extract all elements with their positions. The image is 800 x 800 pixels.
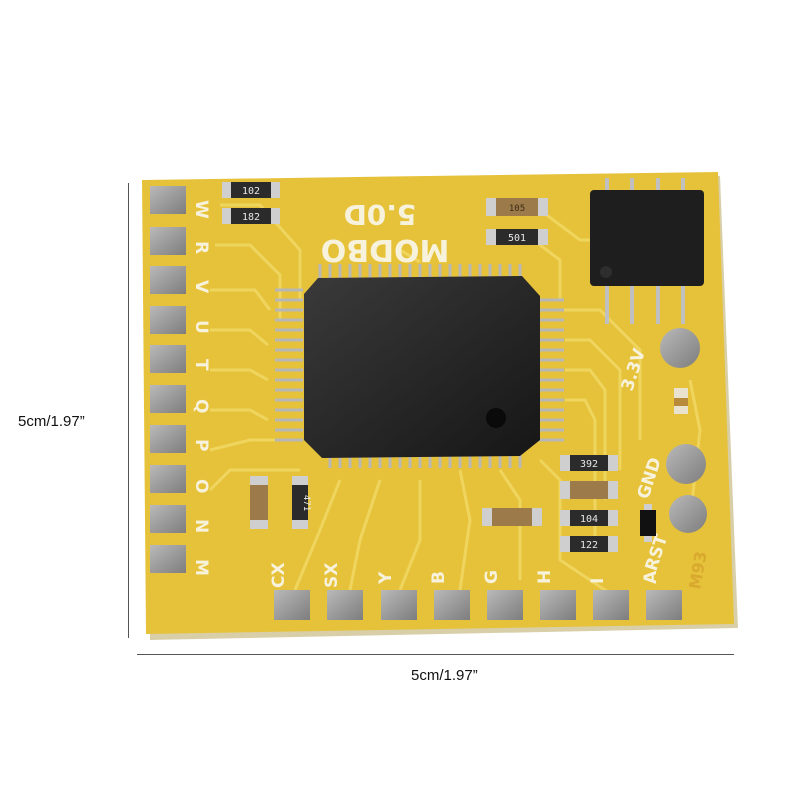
bottom-label-G: G — [482, 570, 502, 584]
left-pad-labels: W R V U T Q P O N M — [191, 200, 211, 576]
left-pad-V — [150, 266, 186, 294]
left-pad-P — [150, 425, 186, 453]
resistor-182-code: 182 — [242, 212, 260, 223]
capacitor-105-code: 105 — [509, 204, 525, 214]
soic-chip — [590, 178, 704, 324]
bottom-pad-I — [593, 590, 629, 620]
capacitor-small-right — [674, 388, 688, 414]
bottom-pad-Y — [381, 590, 417, 620]
resistor-392: 392 — [560, 455, 618, 471]
main-qfp-chip — [304, 276, 540, 458]
height-dimension-label: 5cm/1.97” — [18, 413, 85, 430]
left-label-W: W — [191, 200, 211, 219]
left-pad-U — [150, 306, 186, 334]
transistor — [640, 504, 656, 542]
left-label-T: T — [191, 359, 211, 371]
bottom-label-Y: Y — [376, 571, 396, 585]
left-pad-Q — [150, 385, 186, 413]
bottom-pad-CX — [274, 590, 310, 620]
left-pad-T — [150, 345, 186, 373]
board-logo: MODBO 5.0D — [321, 198, 450, 267]
resistor-102-code: 102 — [242, 186, 260, 197]
bottom-edge-pads — [274, 590, 682, 620]
bottom-label-I: I — [588, 578, 608, 584]
version-text: 5.0D — [344, 198, 417, 231]
left-label-U: U — [191, 320, 211, 334]
resistor-501: 501 — [486, 229, 548, 245]
bottom-label-B: B — [429, 571, 449, 584]
pad-gnd — [666, 444, 706, 484]
bottom-pad-A — [646, 590, 682, 620]
resistor-122: 122 — [560, 536, 618, 552]
bottom-pad-H — [540, 590, 576, 620]
width-dimension-label: 5cm/1.97” — [411, 667, 478, 684]
soic-body — [590, 190, 704, 286]
height-dimension-line — [128, 183, 129, 638]
bottom-label-CX: CX — [269, 562, 289, 588]
bottom-pad-SX — [327, 590, 363, 620]
left-pad-O — [150, 465, 186, 493]
chip-pin1-dot — [486, 408, 506, 428]
pad-rst — [669, 495, 707, 533]
resistor-104-code: 104 — [580, 514, 598, 525]
resistor-501-code: 501 — [508, 233, 526, 244]
qfp-chip-pins — [275, 264, 564, 468]
capacitor-mid-right — [560, 481, 618, 499]
left-label-N: N — [191, 519, 211, 533]
bottom-label-A: A — [641, 570, 661, 584]
left-pad-M — [150, 545, 186, 573]
resistor-392-code: 392 — [580, 459, 598, 470]
left-pad-N — [150, 505, 186, 533]
model-text: MODBO — [321, 232, 450, 267]
resistor-182: 182 — [222, 208, 280, 224]
bottom-pad-labels: CX SX Y B G H I A — [269, 562, 661, 588]
left-pad-W — [150, 186, 186, 214]
pad-3v3 — [660, 328, 700, 368]
smd-components: 102 182 501 — [222, 182, 688, 552]
bottom-label-H: H — [535, 570, 555, 584]
left-label-Q: Q — [191, 399, 211, 413]
resistor-471: 471 — [292, 476, 311, 529]
copper-traces — [208, 203, 702, 602]
capacitor-top — [486, 198, 548, 216]
left-label-P: P — [191, 439, 211, 451]
left-label-O: O — [191, 479, 211, 493]
left-label-M: M — [191, 559, 211, 576]
bottom-label-SX: SX — [322, 563, 342, 588]
resistor-102: 102 — [222, 182, 280, 198]
left-edge-pads — [150, 186, 186, 573]
bottom-pad-B — [434, 590, 470, 620]
resistor-104: 104 — [560, 510, 618, 526]
capacitor-left — [250, 476, 268, 529]
left-label-V: V — [191, 280, 211, 294]
bottom-pad-G — [487, 590, 523, 620]
width-dimension-line — [137, 654, 734, 655]
capacitor-bottom-mid — [482, 508, 542, 526]
resistor-122-code: 122 — [580, 540, 598, 551]
resistor-471-code: 471 — [301, 495, 311, 511]
left-label-R: R — [191, 241, 211, 254]
left-pad-R — [150, 227, 186, 255]
